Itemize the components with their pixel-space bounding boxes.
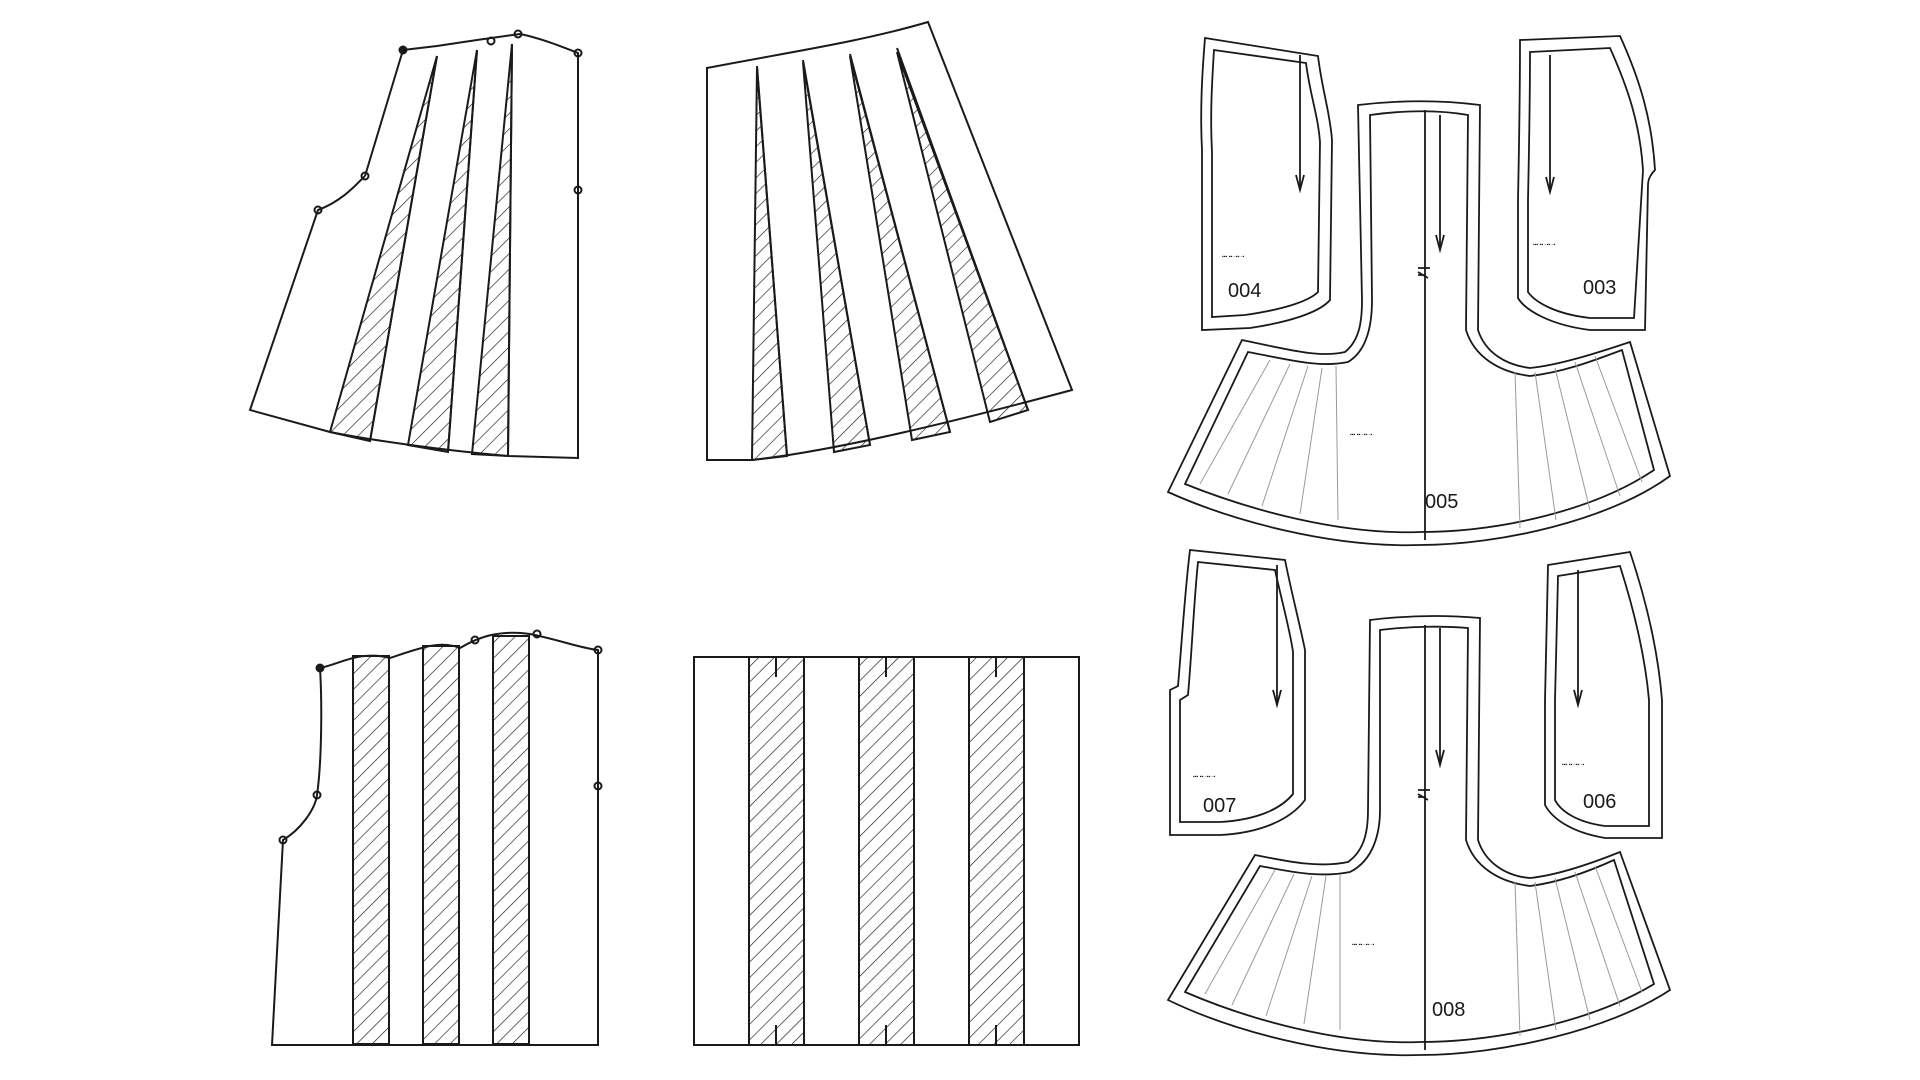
notch-mark	[312, 790, 322, 800]
piece-info-text: ▪▪▪ ▪▪··▪▪··▪	[1193, 774, 1215, 780]
slash-line	[849, 53, 951, 433]
piece-label-004: 004	[1228, 280, 1261, 302]
pattern-set-bottom: ▪▪▪ ▪▪··▪▪··▪ 007 ▪▪▪ ▪▪··▪▪··▪ 006	[1166, 549, 1672, 1057]
slashed-fan-diagram	[706, 20, 1074, 462]
slash-line	[447, 49, 478, 453]
hatched-strip	[492, 635, 530, 1045]
pattern-set-top: ▪▪▪ ▪▪··▪▪··▪ 004 ▪▪▪ ▪▪··▪▪··▪ 003	[1166, 35, 1672, 547]
slash-line	[756, 65, 788, 457]
piece-label-005: 005	[1425, 491, 1458, 513]
notch-mark	[360, 171, 370, 181]
piece-info-text: ▪▪▪ ▪▪··▪▪··▪	[1222, 254, 1244, 260]
piece-label-003: 003	[1583, 277, 1616, 299]
slashed-bodice-diagram	[248, 29, 583, 460]
piece-label-006: 006	[1583, 791, 1616, 813]
notch-mark	[1417, 267, 1430, 279]
notch-mark	[486, 36, 496, 46]
notch-mark	[573, 48, 583, 58]
strip-rectangle-diagram	[693, 656, 1080, 1046]
hatched-strip	[748, 656, 805, 1046]
hatched-wedge	[470, 43, 513, 458]
notch-mark	[313, 205, 323, 215]
hatched-strip	[968, 656, 1025, 1046]
notch-mark	[513, 29, 523, 39]
slash-line	[364, 49, 404, 177]
pattern-piece-005: ▪▪▪ ▪▪··▪▪··▪ 005	[1166, 100, 1672, 547]
fan-outline	[706, 20, 1074, 461]
strip-bodice-diagram	[270, 629, 603, 1046]
notch-mark	[470, 635, 480, 645]
notch-mark	[593, 781, 603, 791]
slash-line	[369, 55, 438, 442]
slash-line	[896, 47, 1029, 411]
pattern-piece-003: ▪▪▪ ▪▪··▪▪··▪ 003	[1517, 35, 1656, 331]
notch-mark	[593, 645, 603, 655]
hatched-strip	[858, 656, 915, 1046]
pattern-piece-006: ▪▪▪ ▪▪··▪▪··▪ 006	[1544, 550, 1663, 839]
pattern-piece-008: ▪▪▪ ▪▪··▪▪··▪ 008	[1166, 615, 1672, 1057]
hatched-wedge	[406, 49, 478, 454]
slash-line	[802, 59, 871, 446]
notch-mark	[398, 45, 408, 55]
piece-info-text: ▪▪▪ ▪▪··▪▪··▪	[1352, 942, 1374, 948]
piece-info-text: ▪▪▪ ▪▪··▪▪··▪	[1350, 432, 1372, 438]
bodice-outline	[248, 32, 579, 460]
piece-info-text: ▪▪▪ ▪▪··▪▪··▪	[1533, 242, 1555, 248]
hatched-wedge	[750, 67, 789, 462]
hatched-strip	[352, 655, 390, 1045]
hatched-strip	[422, 645, 460, 1045]
notch-mark	[573, 185, 583, 195]
notch-mark	[532, 629, 542, 639]
bodice-outline	[270, 631, 599, 1046]
pattern-piece-007: ▪▪▪ ▪▪··▪▪··▪ 007	[1169, 549, 1306, 836]
notch-mark	[315, 663, 325, 673]
piece-label-008: 008	[1432, 999, 1465, 1021]
piece-info-text: ▪▪▪ ▪▪··▪▪··▪	[1562, 762, 1584, 768]
piece-label-007: 007	[1203, 795, 1236, 817]
pattern-piece-004: ▪▪▪ ▪▪··▪▪··▪ 004	[1200, 36, 1333, 331]
notch-mark	[278, 835, 288, 845]
notch-mark	[1417, 789, 1430, 801]
slash-line	[507, 43, 513, 457]
